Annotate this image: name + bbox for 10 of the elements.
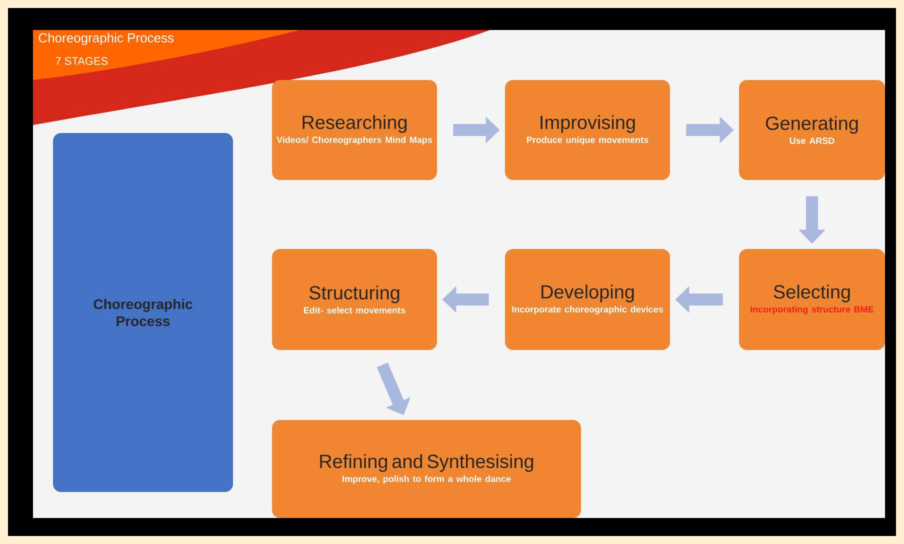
slide-title: Choreographic Process: [38, 32, 174, 46]
stage-box: Improvising Produce unique movements: [505, 80, 670, 180]
topic-box: Choreographic Process: [53, 133, 233, 492]
stage-box: Researching Videos/ Choreographers Mind Maps: [272, 80, 437, 180]
stage-box: Developing Incorporate choreographic devices: [505, 249, 670, 350]
stage-box: Refining and Synthesising Improve, polish to form a whole dance: [272, 420, 581, 518]
stage-box: Selecting Incorporating structure BME: [739, 249, 885, 350]
subtitle: 7 STAGES: [56, 57, 108, 65]
stage-box: Generating Use ARSD: [739, 80, 885, 180]
stage-box: Structuring Edit- select movements: [272, 249, 437, 350]
